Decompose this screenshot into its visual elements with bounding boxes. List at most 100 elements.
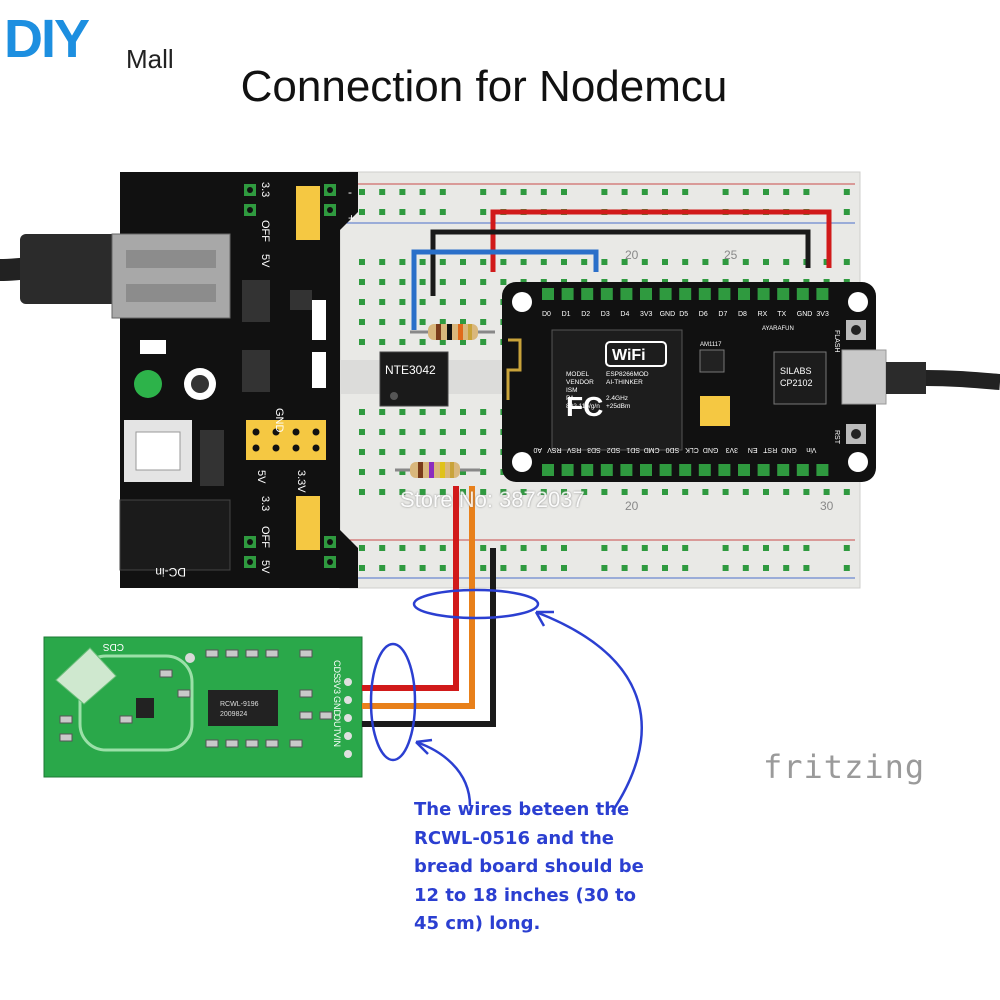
cds-label: CDS <box>103 641 124 652</box>
col-label-30-bottom: 30 <box>820 499 834 513</box>
ps-label-33-top: 3.3 <box>259 182 271 197</box>
note-line: 45 cm) long. <box>414 913 541 934</box>
sensor-pin-label: GND <box>332 696 342 717</box>
sensor-pin-label: OUT <box>332 714 342 734</box>
nodemcu-top-pin-label: D7 <box>718 311 727 318</box>
nodemcu-top-pin-label: GND <box>660 311 676 318</box>
ps-label-5v-mid: 5V <box>255 470 267 484</box>
note-line: 12 to 18 inches (30 to <box>414 884 637 906</box>
nodemcu-bottom-pin-label: CMD <box>644 446 660 453</box>
logo-main-text: DIY <box>4 9 90 69</box>
flash-button-label: FLASH <box>833 330 840 353</box>
sensor-components <box>59 649 333 748</box>
ps-label-off-top: OFF <box>259 220 271 242</box>
ps-plus-label: + <box>348 211 355 225</box>
board-maker: AYARAFUN <box>762 326 794 332</box>
sensor-chip-text-1: RCWL-9196 <box>220 701 259 708</box>
ps-label-33-bot: 3.3 <box>259 496 271 511</box>
fritzing-logo: fritzing <box>763 748 926 786</box>
power-led-icon <box>134 370 162 398</box>
sensor-pin-label: VIN <box>332 732 342 747</box>
col-label-20-bottom: 20 <box>625 499 639 513</box>
nodemcu-bottom-pin-label: A0 <box>533 446 542 453</box>
power-plug <box>20 234 120 304</box>
nodemcu-bottom-pin-label: GND <box>781 446 797 453</box>
ps-minus-label: - <box>348 185 352 199</box>
ps-label-5v-top: 5V <box>259 254 271 268</box>
nodemcu-top-pin-label: 3V3 <box>816 311 829 318</box>
esp-module-spec: +25dBm <box>606 403 630 410</box>
ps-label-5v-bot: 5V <box>259 560 271 574</box>
nodemcu-bottom-pin-label: 3V3 <box>725 446 738 453</box>
wifi-logo: WiFi <box>612 347 646 364</box>
nodemcu-bottom-pin-label: RSV <box>547 446 562 453</box>
nodemcu-bottom-pin-label: GND <box>703 446 719 453</box>
nodemcu-bottom-pin-label: RST <box>762 446 777 453</box>
esp-module-spec: AI-THINKER <box>606 379 643 386</box>
col-label-20-top: 20 <box>625 248 639 262</box>
sensor-chip-text-2: 2009824 <box>220 711 247 718</box>
page-title: Connection for Nodemcu <box>240 62 728 111</box>
optocoupler-chip: NTE3042 <box>379 351 449 407</box>
regulator-label: AM1117 <box>700 342 722 348</box>
nodemcu-top-pin-label: D8 <box>738 311 747 318</box>
usb-chip-label-1: SILABS <box>780 366 812 376</box>
chip-label: NTE3042 <box>385 363 436 377</box>
esp-module-line: MODEL <box>566 371 590 378</box>
ps-label-33v-mid: 3.3V <box>295 470 307 493</box>
nodemcu-bottom-pin-label: SD3 <box>587 446 601 453</box>
ps-label-off-bot: OFF <box>259 526 271 548</box>
nodemcu-top-pin-label: D0 <box>542 311 551 318</box>
nodemcu-bottom-pin-label: EN <box>748 446 758 453</box>
resistor-bottom <box>395 462 480 478</box>
esp-module-line: VENDOR <box>566 379 594 386</box>
nodemcu-bottom-pin-label: SD2 <box>607 446 621 453</box>
power-supply-module: 5V OFF 3.3 GND 5V 3.3V 5V OFF 3.3 DC-in … <box>111 172 358 588</box>
nodemcu-bottom-pin-label: Vin <box>806 446 816 453</box>
nodemcu-top-pin-label: TX <box>777 311 786 318</box>
annotation <box>369 588 644 813</box>
nodemcu-top-pin-label: D6 <box>699 311 708 318</box>
nodemcu-top-pin-label: D2 <box>581 311 590 318</box>
usb-chip-label-2: CP2102 <box>780 378 813 388</box>
wiring-note: The wires beteen the RCWL-0516 and the b… <box>414 796 674 939</box>
sensor-pin-label: CDS <box>332 660 342 679</box>
esp-module-line: 802.11b/g/n <box>566 403 600 410</box>
nodemcu-top-pin-label: D1 <box>562 311 571 318</box>
resistor-top <box>410 324 495 340</box>
breadboard-wires <box>411 209 832 330</box>
usb-cable <box>841 349 1000 405</box>
note-line: bread board should be <box>414 856 644 877</box>
col-label-25-top: 25 <box>724 248 738 262</box>
sensor-pin-label: 3V3 <box>332 678 342 694</box>
store-watermark: Store No: 3872037 <box>400 487 585 512</box>
esp-module-spec: 2.4GHz <box>606 395 628 402</box>
nodemcu-bottom-pin-label: CLK <box>685 446 699 453</box>
ps-label-gnd: GND <box>273 408 285 433</box>
esp-module-spec: ESP8266MOD <box>606 371 649 378</box>
logo-sub-text: Mall <box>126 44 174 74</box>
sensor-wires <box>362 486 496 727</box>
nodemcu-top-pin-label: RX <box>758 311 768 318</box>
nodemcu-bottom-pin-label: RSV <box>566 446 581 453</box>
nodemcu-top-pin-label: D3 <box>601 311 610 318</box>
esp-module-line: PA <box>566 395 575 402</box>
nodemcu-bottom-pin-label: SD1 <box>626 446 640 453</box>
nodemcu-top-pin-label: D5 <box>679 311 688 318</box>
esp-module-line: ISM <box>566 387 578 394</box>
fcc-logo: FC <box>566 391 603 422</box>
diymall-logo: DIY Mall <box>4 8 204 78</box>
nodemcu-top-pin-label: GND <box>797 311 813 318</box>
nodemcu-top-pin-label: 3V3 <box>640 311 653 318</box>
ps-label-dcin: DC-in <box>155 565 186 579</box>
nodemcu-bottom-pin-label: SD0 <box>665 446 679 453</box>
rst-button-label: RST <box>833 430 840 445</box>
note-line: The wires beteen the <box>414 799 630 820</box>
note-line: RCWL-0516 and the <box>414 827 614 849</box>
